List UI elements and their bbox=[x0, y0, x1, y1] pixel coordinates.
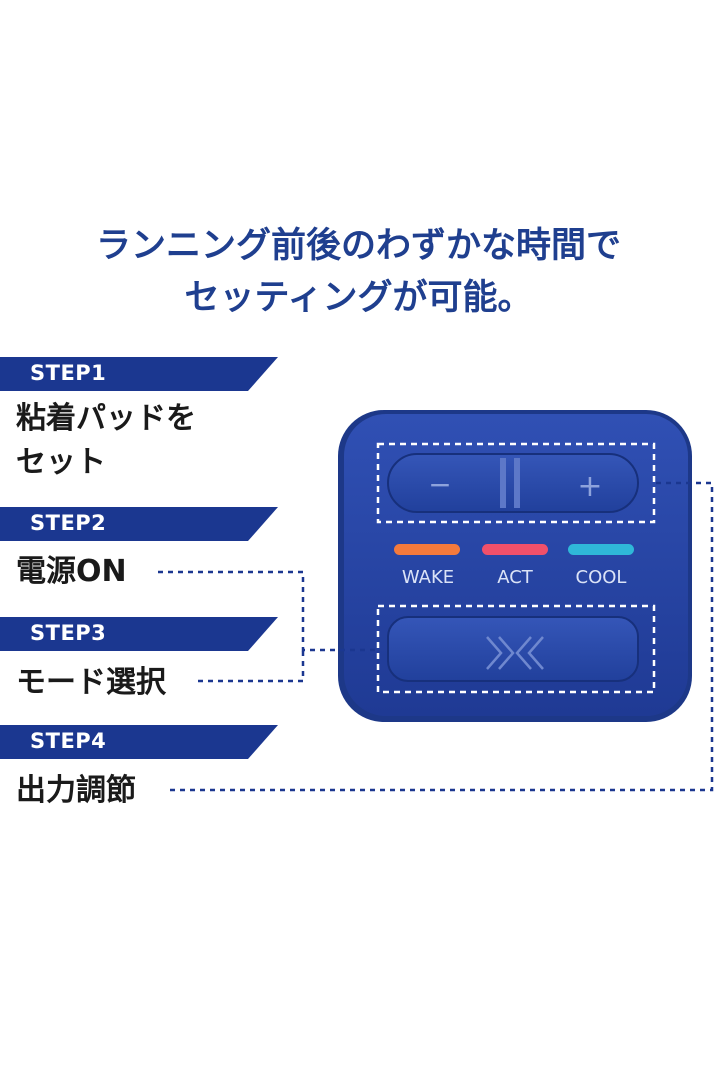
headline-line-1: ランニング前後のわずかな時間で bbox=[95, 226, 621, 266]
cool-label: COOL bbox=[576, 567, 627, 588]
rocker-highlight-box bbox=[376, 442, 656, 524]
act-label: ACT bbox=[497, 567, 534, 588]
step4-text: 出力調節 bbox=[16, 773, 136, 808]
step3-banner: STEP3 bbox=[0, 617, 278, 651]
headline: ランニング前後のわずかな時間で セッティングが可能。 bbox=[0, 220, 717, 324]
cool-led bbox=[568, 544, 634, 555]
step1-text-line-2: セット bbox=[16, 445, 106, 480]
step3-text: モード選択 bbox=[16, 665, 166, 700]
step1-text-line-1: 粘着パッドを bbox=[16, 401, 196, 436]
plus-button: + bbox=[577, 469, 602, 504]
xx-logo-icon bbox=[486, 636, 544, 670]
step1-label: STEP1 bbox=[30, 361, 107, 385]
wake-label: WAKE bbox=[402, 567, 454, 588]
step4-connector bbox=[170, 481, 714, 792]
minus-button: − bbox=[428, 468, 451, 501]
step2-banner: STEP2 bbox=[0, 507, 278, 541]
step3-connector bbox=[198, 650, 305, 683]
step2-text: 電源ON bbox=[16, 554, 127, 589]
step2-connector bbox=[158, 570, 378, 652]
mode-highlight-box bbox=[376, 604, 656, 694]
act-led bbox=[482, 544, 548, 555]
mode-button[interactable] bbox=[387, 616, 639, 682]
step3-label: STEP3 bbox=[30, 621, 107, 645]
intensity-rocker-button[interactable]: − + bbox=[387, 453, 639, 513]
headline-line-2: セッティングが可能。 bbox=[184, 278, 533, 318]
step4-banner: STEP4 bbox=[0, 725, 278, 759]
step4-label: STEP4 bbox=[30, 729, 107, 753]
step1-banner: STEP1 bbox=[0, 357, 278, 391]
step2-label: STEP2 bbox=[30, 511, 107, 535]
connector-lines bbox=[158, 481, 714, 792]
step1-text: 粘着パッドを セット bbox=[16, 397, 196, 485]
wake-led bbox=[394, 544, 460, 555]
